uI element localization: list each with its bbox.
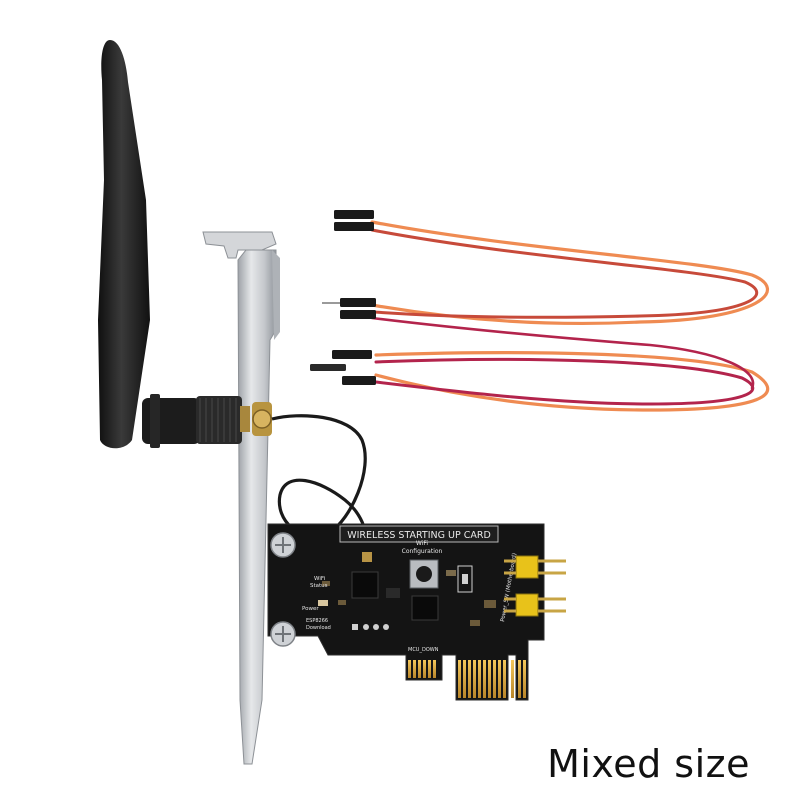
esp-download-label-2: Download xyxy=(306,625,331,631)
jumper-cables xyxy=(370,220,770,412)
pcie-gold-fingers xyxy=(408,660,526,698)
wifi-configuration-label-1: WiFi xyxy=(416,540,428,547)
cable-red-1 xyxy=(370,228,759,319)
wifi-configuration-label-2: Configuration xyxy=(402,548,443,555)
cable-orange-1 xyxy=(370,220,770,326)
cable-orange-2 xyxy=(374,351,770,412)
card-title: WIRELESS STARTING UP CARD xyxy=(347,530,491,541)
mcu-down-label: MCU_DOWN xyxy=(408,647,439,653)
bracket-screw-bottom xyxy=(270,621,296,647)
wifi-configuration-button xyxy=(409,559,439,589)
esp-download-label-1: ESP8266 xyxy=(306,618,328,624)
size-caption: Mixed size xyxy=(547,742,750,786)
wifi-status-label-1: WiFi xyxy=(314,576,326,582)
antenna-whip xyxy=(98,40,150,449)
dupont-connectors xyxy=(310,210,376,385)
pin-header-bottom xyxy=(504,593,566,617)
pcb-card: WIRELESS STARTING UP CARD WiFi Configura… xyxy=(267,523,566,701)
power-led-label: Power xyxy=(302,606,319,612)
antenna xyxy=(98,40,272,449)
pci-bracket xyxy=(202,231,280,765)
wifi-status-label-2: Status xyxy=(310,583,328,589)
pin-header-top xyxy=(504,555,566,579)
cable-red-2 xyxy=(374,357,755,406)
bracket-screw-top xyxy=(270,532,296,558)
cable-red-3 xyxy=(370,316,755,390)
